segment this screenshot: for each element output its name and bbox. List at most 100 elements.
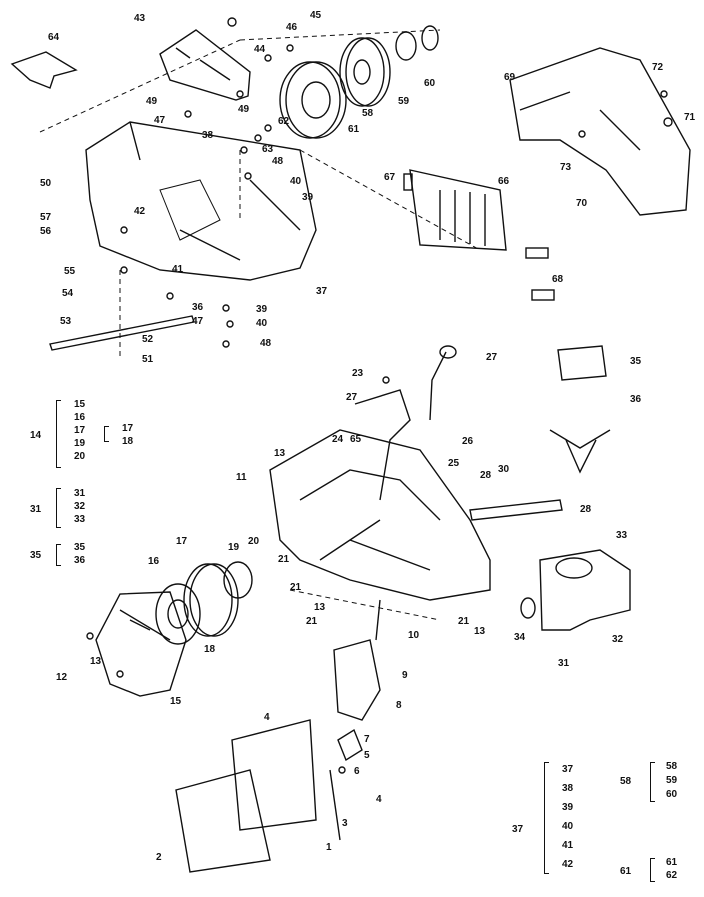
crankcase-shading bbox=[159, 179, 221, 241]
callout-11: 11 bbox=[236, 472, 247, 483]
group-31-item: 33 bbox=[74, 514, 86, 525]
part-53-shaft bbox=[49, 315, 195, 351]
callout-49a: 49 bbox=[146, 96, 158, 107]
part-1-filter-plate bbox=[231, 719, 317, 831]
part-17-flywheel bbox=[183, 561, 253, 637]
part-56-clutch bbox=[339, 37, 391, 107]
group-31-item: 31 bbox=[74, 488, 86, 499]
callout-28b: 28 bbox=[580, 504, 592, 515]
callout-49b: 49 bbox=[238, 104, 250, 115]
callout-28a: 28 bbox=[480, 470, 492, 481]
callout-55: 55 bbox=[64, 266, 76, 277]
callout-32: 32 bbox=[612, 634, 624, 645]
callout-5: 5 bbox=[364, 750, 370, 761]
group-37-list: 37 38 39 40 41 42 bbox=[562, 760, 573, 874]
callout-23: 23 bbox=[352, 368, 364, 379]
part-68-pad-a bbox=[525, 247, 549, 259]
callout-26: 26 bbox=[462, 436, 474, 447]
group-31-list: 31 32 33 bbox=[74, 487, 85, 526]
group-58-bracket bbox=[650, 762, 655, 802]
group-61-item: 61 bbox=[666, 857, 678, 868]
callout-39b: 39 bbox=[256, 304, 268, 315]
callout-21d: 21 bbox=[458, 616, 470, 627]
callout-9: 9 bbox=[402, 670, 408, 681]
callout-54: 54 bbox=[62, 288, 74, 299]
part-main-housing bbox=[269, 429, 491, 601]
callout-70: 70 bbox=[576, 198, 588, 209]
part-4-screw bbox=[329, 769, 341, 841]
callout-4a: 4 bbox=[264, 712, 270, 723]
part-7-diaphragm bbox=[337, 728, 363, 762]
callout-4b: 4 bbox=[376, 794, 382, 805]
group-14-item: 15 bbox=[74, 399, 86, 410]
group-37-item: 41 bbox=[562, 840, 574, 851]
part-16-starter-pulley bbox=[155, 583, 201, 645]
part-60-nut bbox=[421, 25, 439, 51]
callout-45: 45 bbox=[310, 10, 322, 21]
group-31-key: 31 bbox=[30, 504, 42, 515]
callout-64: 64 bbox=[48, 32, 60, 43]
callout-31: 31 bbox=[558, 658, 570, 669]
part-61-clutch-drum bbox=[279, 61, 347, 139]
callout-56: 56 bbox=[40, 226, 52, 237]
callout-71: 71 bbox=[684, 112, 696, 123]
group-37-item: 40 bbox=[562, 821, 574, 832]
callout-47b: 47 bbox=[192, 316, 204, 327]
part-34-spring bbox=[520, 597, 536, 619]
group-14-item: 16 bbox=[74, 412, 86, 423]
callout-33: 33 bbox=[616, 530, 628, 541]
group-61-key: 61 bbox=[620, 866, 632, 877]
callout-60: 60 bbox=[424, 78, 436, 89]
callout-20: 20 bbox=[248, 536, 260, 547]
callout-44: 44 bbox=[254, 44, 266, 55]
group-35-item: 36 bbox=[74, 555, 86, 566]
callout-67: 67 bbox=[384, 172, 396, 183]
callout-65: 65 bbox=[350, 434, 362, 445]
callout-53: 53 bbox=[60, 316, 72, 327]
callout-40a: 40 bbox=[290, 176, 302, 187]
part-66-baffle-plate bbox=[409, 169, 507, 251]
callout-34: 34 bbox=[514, 632, 526, 643]
callout-47: 47 bbox=[154, 115, 166, 126]
callout-73: 73 bbox=[560, 162, 572, 173]
callout-8: 8 bbox=[396, 700, 402, 711]
group-35-key: 35 bbox=[30, 550, 42, 561]
group-14-item: 20 bbox=[74, 451, 86, 462]
group-37-item: 37 bbox=[562, 764, 574, 775]
callout-13c: 13 bbox=[474, 626, 486, 637]
callout-43: 43 bbox=[134, 13, 146, 24]
part-59-washer bbox=[395, 31, 417, 61]
callout-36: 36 bbox=[192, 302, 204, 313]
part-27-knob bbox=[439, 345, 457, 359]
callout-19: 19 bbox=[228, 542, 240, 553]
group-14-bracket bbox=[56, 400, 61, 468]
group-35-item: 35 bbox=[74, 542, 86, 553]
group-58-key: 58 bbox=[620, 776, 632, 787]
group-37-key: 37 bbox=[512, 824, 524, 835]
callout-69: 69 bbox=[504, 72, 516, 83]
group-17-item: 18 bbox=[122, 436, 134, 447]
callout-72: 72 bbox=[652, 62, 664, 73]
callout-15: 15 bbox=[170, 696, 182, 707]
part-27-throttle-rod bbox=[429, 351, 447, 421]
callout-59: 59 bbox=[398, 96, 410, 107]
group-35-list: 35 36 bbox=[74, 541, 85, 567]
callout-57: 57 bbox=[40, 212, 52, 223]
part-64-plate bbox=[10, 51, 78, 89]
callout-35: 35 bbox=[630, 356, 642, 367]
callout-27b: 27 bbox=[346, 392, 358, 403]
hardware-fasteners bbox=[86, 17, 673, 774]
group-14-item: 17 bbox=[74, 425, 86, 436]
callout-61: 61 bbox=[348, 124, 360, 135]
part-68-pad-b bbox=[531, 289, 555, 301]
group-14-list: 15 16 17 19 20 bbox=[74, 398, 85, 463]
callout-66: 66 bbox=[498, 176, 510, 187]
callout-40b: 40 bbox=[256, 318, 268, 329]
part-36-gasket bbox=[549, 429, 611, 474]
callout-21a: 21 bbox=[278, 554, 290, 565]
callout-25: 25 bbox=[448, 458, 460, 469]
callout-3: 3 bbox=[342, 818, 348, 829]
group-37-item: 42 bbox=[562, 859, 574, 870]
